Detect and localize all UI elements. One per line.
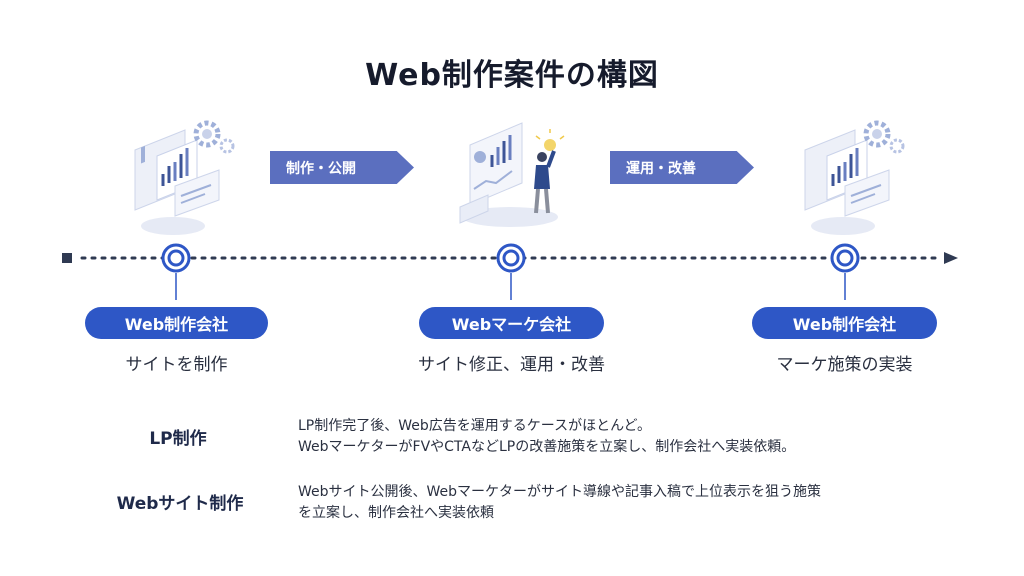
stage-description-1: サイトを制作 [125,355,228,375]
tablet [459,194,489,224]
stage-badge-web-marketing: Webマーケ会社 [419,307,604,339]
case-label-website: Webサイト制作 [116,494,244,514]
timeline-node-2 [496,243,526,300]
page-title: Web制作案件の構図 [365,58,659,93]
stage-description-2: サイト修正、運用・改善 [418,355,605,375]
timeline [62,243,958,300]
timeline-node-1 [161,243,191,300]
case-description-line: LP制作完了後、Web広告を運用するケースがほとんど。 [298,418,651,434]
dashboard-illustration [134,120,235,235]
case-description-line: WebマーケターがFVやCTAなどLPの改善施策を立案し、制作会社へ実装依頼。 [298,439,796,455]
dashboard-panel [469,122,523,206]
flow-arrow-improve: 運用・改善 [610,151,754,184]
lightbulb-icon [535,129,565,151]
stage-badge-web-production: Web制作会社 [85,307,268,339]
case-description-lp: LP制作完了後、Web広告を運用するケースがほとんど。 WebマーケターがFVや… [298,416,958,458]
gear-icon [863,120,905,154]
case-description-line: Webサイト公開後、Webマーケターがサイト導線や記事入稿で上位表示を狙う施策 [298,484,822,500]
timeline-start-marker [62,253,72,263]
case-label-lp: LP制作 [149,429,207,449]
timeline-node-3 [830,243,860,300]
person-illustration [459,122,565,227]
person [534,150,556,214]
case-description-line: を立案し、制作会社へ実装依頼 [298,505,494,521]
platform-shadow [141,217,205,235]
side-panel [174,169,220,217]
case-description-website: Webサイト公開後、Webマーケターがサイト導線や記事入稿で上位表示を狙う施策 … [298,482,958,524]
side-panel [844,169,890,217]
timeline-end-arrow [944,252,958,264]
stage-description-3: マーケ施策の実装 [776,355,913,375]
platform-shadow [811,217,875,235]
gear-icon [193,120,235,154]
flow-arrow-publish: 制作・公開 [270,151,414,184]
stage-badge-web-production-2: Web制作会社 [752,307,937,339]
dashboard-illustration [804,120,905,235]
